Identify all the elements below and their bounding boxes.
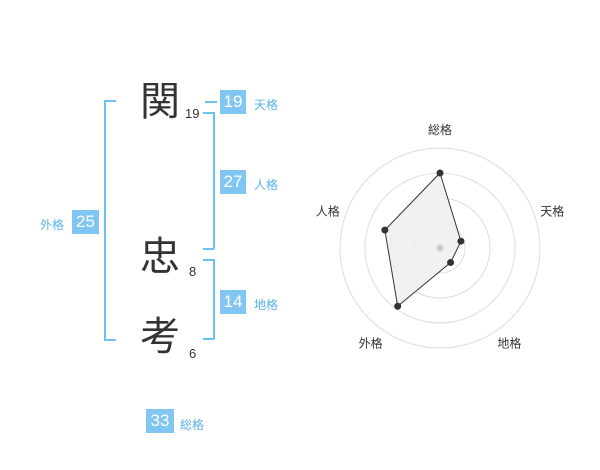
jinkaku-bracket-top (203, 112, 214, 114)
chikaku-bracket-bottom (203, 338, 214, 340)
radar-point-3 (447, 259, 455, 267)
soukaku-label: 総格 (180, 418, 205, 432)
radar-axis-label: 人格 (316, 204, 340, 219)
tenkaku-tick (205, 101, 217, 103)
radar-axis-label: 外格 (359, 335, 383, 350)
jinkaku-label: 人格 (254, 178, 279, 192)
name-char-2: 忠 (140, 234, 180, 280)
radar-area (384, 172, 462, 308)
jinkaku-bracket (213, 112, 215, 249)
name-char-2-strokes: 8 (189, 264, 197, 279)
name-char-1-strokes: 19 (185, 106, 200, 121)
jinkaku-bracket-bottom (203, 248, 214, 250)
gaikaku-bracket-top (104, 100, 116, 102)
chikaku-value: 14 (220, 290, 246, 314)
chikaku-bracket (213, 259, 215, 339)
radar-axis-label: 総格 (428, 122, 452, 137)
radar-point-4 (394, 302, 402, 310)
name-char-3-strokes: 6 (189, 346, 197, 361)
gaikaku-bracket-bottom (104, 339, 116, 341)
radar-center-dot (436, 244, 444, 252)
name-char-1: 関 (140, 79, 180, 125)
radar-point-1 (436, 169, 444, 177)
gaikaku-bracket (104, 100, 106, 340)
radar-axis-label: 地格 (497, 335, 521, 350)
name-char-3: 考 (140, 314, 180, 360)
radar-point-5 (381, 226, 389, 234)
chikaku-bracket-top (203, 259, 214, 261)
jinkaku-value: 27 (220, 170, 246, 194)
tenkaku-label: 天格 (254, 98, 279, 112)
gaikaku-label: 外格 (40, 218, 65, 232)
radar-point-2 (457, 237, 465, 245)
radar-ring (339, 147, 541, 349)
gaikaku-value: 25 (72, 210, 99, 234)
radar-axis-label: 天格 (540, 204, 564, 219)
soukaku-value: 33 (146, 409, 174, 433)
chikaku-label: 地格 (254, 298, 279, 312)
tenkaku-value: 19 (220, 90, 246, 114)
